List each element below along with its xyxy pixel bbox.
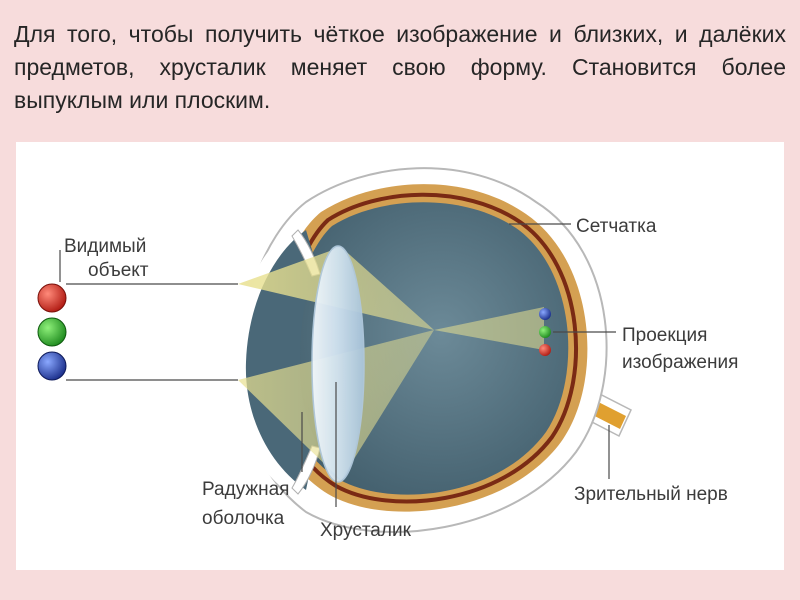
intro-text: Для того, чтобы получить чёткое изображе… (14, 21, 786, 113)
projection-label-line2: изображения (622, 352, 738, 373)
image-balls (539, 308, 551, 356)
leader-lines (59, 223, 616, 507)
retina-label: Сетчатка (576, 216, 657, 237)
image-ball-green (539, 326, 551, 338)
image-ball-red (539, 344, 551, 356)
object-ball-green (37, 317, 67, 347)
eye-diagram-panel: Видимый объект Сетчатка Проекция изображ… (16, 142, 784, 570)
optic-nerve-label: Зрительный нерв (574, 484, 728, 505)
cornea (231, 220, 307, 502)
object-ball-blue (37, 351, 67, 381)
object-balls (37, 283, 67, 381)
eye-diagram: Видимый объект Сетчатка Проекция изображ… (37, 167, 738, 541)
lens (311, 245, 365, 483)
object-label-line1: Видимый (64, 236, 146, 257)
image-ball-blue (539, 308, 551, 320)
lens-label: Хрусталик (320, 520, 412, 541)
object-ball-red (37, 283, 67, 313)
projection-label-line1: Проекция (622, 325, 707, 346)
light-rays (66, 283, 238, 381)
object-label-line2: объект (88, 260, 149, 281)
iris-label-line1: Радужная (202, 479, 289, 500)
iris-label-line2: оболочка (202, 508, 285, 529)
